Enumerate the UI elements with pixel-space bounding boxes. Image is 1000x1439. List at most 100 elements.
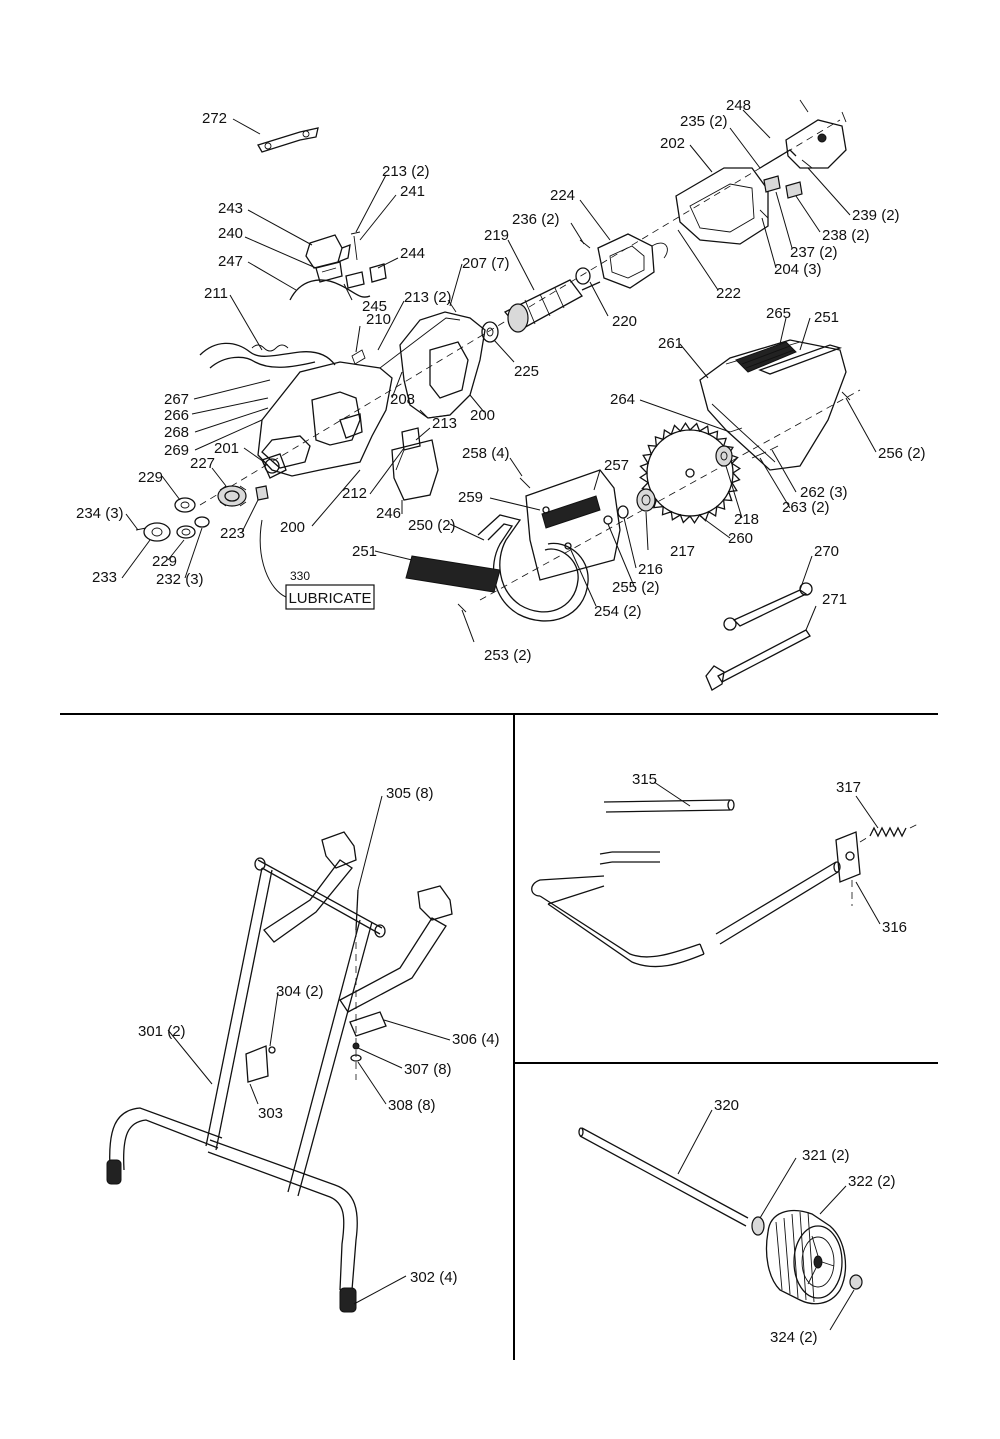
callout-306: 306 (4) [452,1031,500,1048]
part-241-screw [350,231,361,261]
callout-244: 244 [400,245,425,262]
callout-225: 225 [514,363,539,380]
callout-272: 272 [202,110,227,127]
callout-250: 250 (2) [408,517,456,534]
callout-266: 266 [164,407,189,424]
callout-234: 234 (3) [76,505,124,522]
part-208-gear-case [399,311,486,419]
part-265-grille [735,341,797,373]
callout-213-top: 213 (2) [382,163,430,180]
part-244-clip [369,263,387,283]
part-207-screw [447,299,457,313]
part-324-nut [849,1274,863,1290]
callout-223: 223 [220,525,245,542]
callout-307: 307 (8) [404,1061,452,1078]
callout-200-lower: 200 [280,519,305,536]
callout-315: 315 [632,771,657,788]
part-256-screw [841,391,851,401]
saw-leader-lines [121,109,877,643]
callout-253: 253 (2) [484,647,532,664]
part-271-wrench [705,629,811,691]
part-260-saw-blade [639,422,741,524]
part-253-screw [457,603,467,613]
part-216-screw [617,505,629,519]
part-317-spring [869,826,907,838]
callout-269: 269 [164,442,189,459]
callout-303: 303 [258,1105,283,1122]
part-251-label-lower [405,555,501,593]
callout-237: 237 (2) [790,244,838,261]
callout-241: 241 [400,183,425,200]
part-258-screw [519,477,531,489]
callout-324: 324 (2) [770,1329,818,1346]
callout-302: 302 (4) [410,1269,458,1286]
part-316-bracket [835,831,861,883]
part-263-screw [751,451,767,459]
callout-261: 261 [658,335,683,352]
callout-246: 246 [376,505,401,522]
callout-224: 224 [550,187,575,204]
part-217-flange [636,488,656,512]
part-247-wire [289,279,371,301]
callout-235: 235 (2) [680,113,728,130]
part-239-screw [801,159,813,169]
callout-263: 263 (2) [782,499,830,516]
part-264-screw [729,427,743,433]
callout-247: 247 [218,253,243,270]
callout-321: 321 (2) [802,1147,850,1164]
callout-211: 211 [204,285,228,302]
part-220-bearing [575,267,591,285]
callout-229-upper: 229 [138,469,163,486]
part-227-gear [217,485,247,507]
part-240-switch [315,261,343,283]
callout-218: 218 [734,511,759,528]
callout-232: 232 (3) [156,571,204,588]
part-204-screw [759,209,769,219]
part-248-end-cap [785,99,847,169]
callout-316: 316 [882,919,907,936]
part-272-bracket [257,127,319,153]
callout-271: 271 [822,591,847,608]
saw-exploded-view: LUBRICATE [76,97,926,691]
part-255-washer [603,515,613,525]
part-218-flange [715,445,733,467]
callout-222: 222 [716,285,741,302]
callout-240: 240 [218,225,243,242]
callout-251-top: 251 [814,309,839,326]
callout-210: 210 [366,311,391,328]
callout-238: 238 (2) [822,227,870,244]
stand-assembly: 305 (8) 304 (2) 306 (4) 301 (2) 307 (8) … [106,785,500,1313]
part-229-bearing-upper [174,497,196,513]
part-223-brush [255,485,269,501]
callout-260: 260 [728,530,753,547]
callout-270: 270 [814,543,839,560]
callout-251-bottom: 251 [352,543,377,560]
callout-207: 207 (7) [462,255,510,272]
callout-268: 268 [164,424,189,441]
callout-236: 236 (2) [512,211,560,228]
part-232-washer [194,516,210,528]
part-243-switch-cover [305,234,351,269]
part-210-brush-holder [351,349,366,365]
part-233-cover [143,522,171,542]
callout-243: 243 [218,200,243,217]
callout-216: 216 [638,561,663,578]
callout-254: 254 (2) [594,603,642,620]
callout-304: 304 (2) [276,983,324,1000]
handle-assembly: 315 317 316 [531,771,919,968]
callout-308: 308 (8) [388,1097,436,1114]
part-202-motor-housing [675,149,797,245]
part-200-motor-housing [257,317,461,477]
part-236-screw [579,239,591,249]
part-229-bearing-lower [176,525,196,539]
callout-213-low: 213 [432,415,457,432]
part-322-wheel [765,1210,847,1305]
part-262-screw [769,445,779,451]
callout-208: 208 [390,391,415,408]
callout-212: 212 [342,485,367,502]
callout-239: 239 (2) [852,207,900,224]
callout-248: 248 [726,97,751,114]
callout-213-mid: 213 (2) [404,289,452,306]
callout-330: 330 [290,569,310,583]
